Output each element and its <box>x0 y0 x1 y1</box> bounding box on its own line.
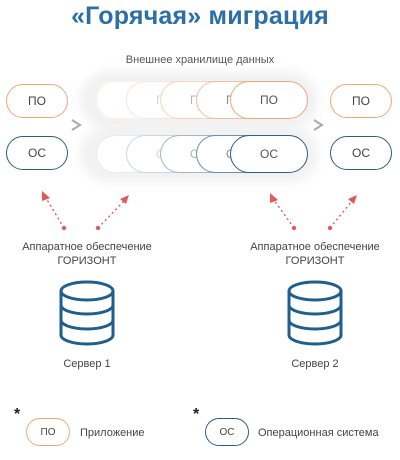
storage-label: Внешнее хранилище данных <box>125 54 275 66</box>
left-chevron-icon <box>71 119 82 131</box>
legend-os-description: Операционная система <box>258 427 379 439</box>
server-2-database-icon <box>287 280 343 346</box>
legend-po-pill: ПО <box>26 418 70 446</box>
dotted-arrow-1a <box>45 197 65 229</box>
po-moving-pill: ПО <box>230 81 308 119</box>
hardware-label-1-line2: ГОРИЗОНТ <box>57 255 117 267</box>
right-os-pill: ОС <box>330 136 392 170</box>
server-1-label: Сервер 1 <box>63 358 111 370</box>
left-po-pill: ПО <box>6 84 68 118</box>
hardware-label-1: Аппаратное обеспечение ГОРИЗОНТ <box>17 240 157 268</box>
arrowhead-2b <box>348 195 357 204</box>
legend-star-2: * <box>193 406 200 423</box>
legend-po-description: Приложение <box>80 427 145 439</box>
arrowhead-1b <box>120 195 129 204</box>
page-title: «Горячая» миграция <box>71 2 329 30</box>
server-2-label: Сервер 2 <box>291 358 339 370</box>
left-os-pill: ОС <box>6 136 68 170</box>
os-moving-pill: ОС <box>230 135 308 173</box>
arrow-origin-2b <box>327 225 333 231</box>
dotted-arrow-2a <box>273 199 295 229</box>
server-1-database-icon <box>59 280 115 346</box>
hardware-label-2-line1: Аппаратное обеспечение <box>250 241 380 253</box>
hardware-label-2-line2: ГОРИЗОНТ <box>285 255 345 267</box>
arrow-origin-1b <box>95 225 101 231</box>
right-chevron-icon <box>313 119 324 131</box>
arrow-origin-1a <box>61 225 67 231</box>
dotted-arrow-1b <box>97 200 125 229</box>
legend-os-pill: ОС <box>205 418 249 446</box>
hardware-label-1-line1: Аппаратное обеспечение <box>22 241 152 253</box>
arrowhead-1a <box>42 191 50 201</box>
arrowhead-2a <box>270 193 278 203</box>
legend-star-1: * <box>14 406 21 423</box>
hardware-label-2: Аппаратное обеспечение ГОРИЗОНТ <box>245 240 385 268</box>
dotted-arrow-2b <box>329 200 353 229</box>
right-po-pill: ПО <box>330 84 392 118</box>
arrow-origin-2a <box>291 225 297 231</box>
